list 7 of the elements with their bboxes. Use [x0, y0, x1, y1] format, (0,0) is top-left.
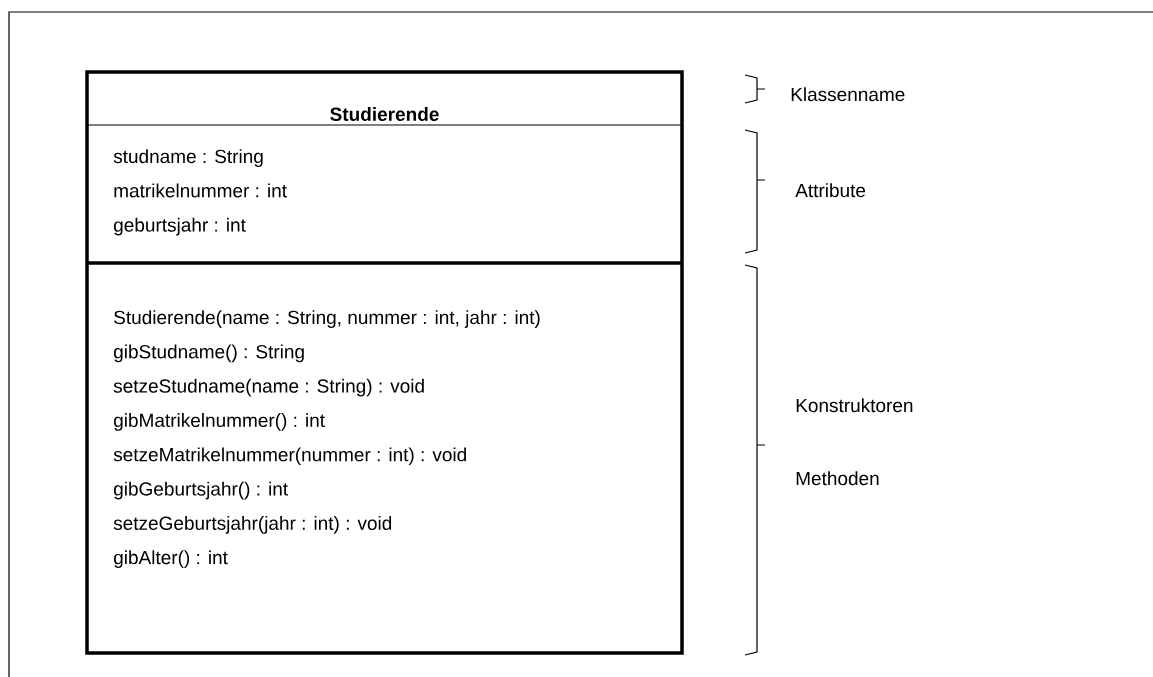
bracket-label: Attribute	[795, 183, 866, 198]
attribute-list: studname : String matrikelnummer : int geburtsjahr : int	[113, 149, 287, 236]
bracket-label: Konstruktoren	[796, 398, 913, 413]
bracket-label: Klassenname	[791, 87, 905, 102]
class-name: Studierende	[330, 107, 439, 121]
method-list: Studierende(name : String, nummer : int, jahr : int) gibStudname() : String setzeStudname(name : String) : void gibMatrikelnummer() : int setzeMatrikelnummer(nummer : int) : void gibGeburtsjahr() : int setzeGeburtsjahr(jahr : int) : void gibAlter() : int	[113, 310, 540, 568]
bracket-label: Methoden	[796, 471, 879, 486]
